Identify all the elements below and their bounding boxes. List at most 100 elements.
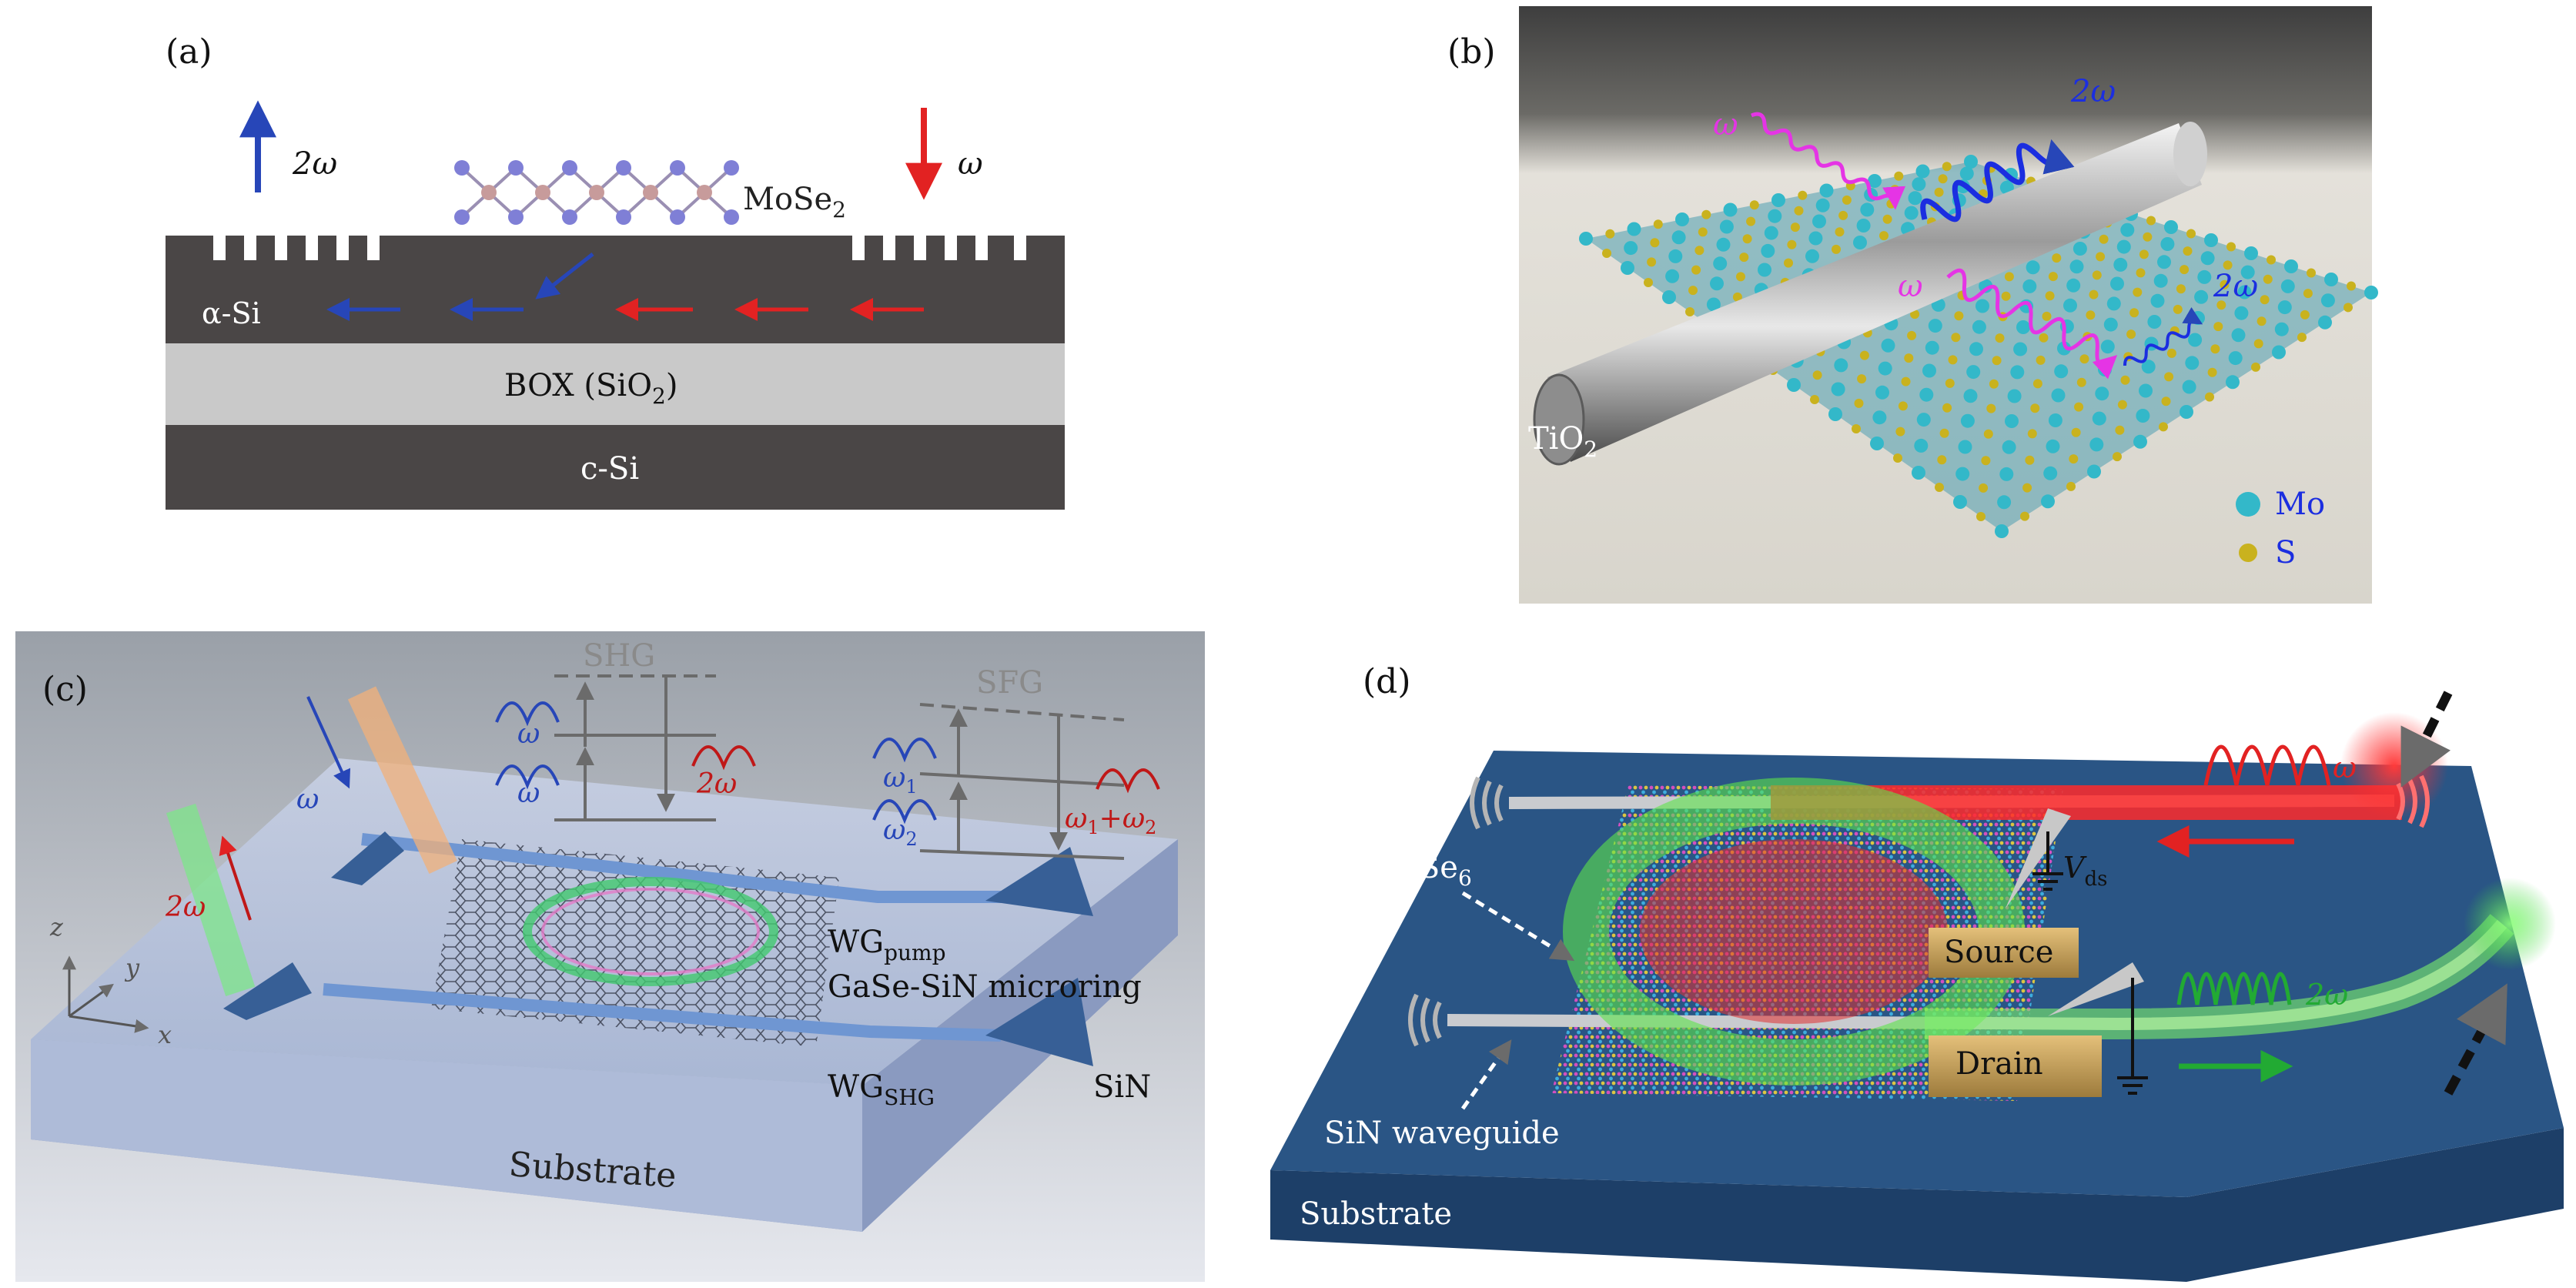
s-atom [2069, 454, 2079, 464]
mo-atom [2120, 222, 2135, 237]
mo-atom [1624, 241, 1638, 256]
shg-wave [2176, 972, 2292, 1005]
mo-atom [2320, 293, 2335, 308]
s-atom [1904, 353, 1914, 363]
mo-atom [2200, 251, 2215, 266]
sum-freq-label: ω1+ω2 [1065, 803, 1156, 838]
mo-atom [2069, 259, 2084, 274]
s-atom [2223, 260, 2233, 270]
omega-in-label: ω [1713, 107, 1738, 142]
shg-label: SHG [583, 638, 655, 674]
s-atom [2297, 333, 2307, 343]
legend-s-label: S [2275, 535, 2296, 570]
mo-atom [1960, 413, 1975, 428]
coupler-left-top [331, 831, 404, 885]
panel-c: (c) Substrate ω 2ω z y x [15, 631, 1205, 1282]
pump-wave [2203, 744, 2331, 786]
mo-atom [1919, 387, 1934, 402]
c-si-layer [166, 425, 1065, 510]
mo-atom [1627, 222, 1641, 236]
mo-atom [2103, 317, 2118, 332]
mo-atom [2026, 260, 2040, 275]
mose2-lattice [454, 160, 739, 225]
source-label: Source [1944, 935, 2053, 970]
mo-atom [1665, 269, 1680, 283]
omega2-label: ω2 [883, 815, 918, 850]
omega-guided-wave [1946, 268, 2118, 380]
s-atom [2032, 379, 2042, 389]
mo-atom [2054, 364, 2069, 379]
mo-atom [2182, 380, 2196, 394]
mo-atom [2002, 440, 2016, 454]
sin-label: SiN [1093, 1069, 1151, 1105]
s-atom [1842, 195, 1852, 205]
s-atom [1983, 429, 1993, 439]
s-atom [2096, 252, 2106, 262]
snp2se6-pointer [1461, 891, 1575, 962]
mo-atom [1928, 319, 1942, 333]
mo-atom [1904, 206, 1919, 220]
grating-coupler-left-top [1470, 776, 1504, 830]
s-atom [1907, 330, 1917, 340]
mo-atom [1912, 466, 1925, 480]
s-atom [2253, 339, 2263, 349]
s-atom [2022, 483, 2032, 493]
shg-energy-diagram [554, 674, 716, 821]
s-atom [2307, 268, 2316, 278]
s-atom [1942, 162, 1952, 172]
mo-atom [1675, 212, 1689, 226]
mo-atom [2057, 341, 2071, 356]
s-atom [1749, 200, 1759, 210]
s-atom [1838, 210, 1848, 220]
mo-atom [2063, 298, 2077, 313]
mo-atom [2280, 279, 2295, 293]
mo-atom [1878, 361, 1892, 376]
mo-atom [2048, 413, 2062, 427]
drain-electrode [1929, 1035, 2102, 1097]
mo-atom [2022, 279, 2037, 293]
s-atom [2045, 291, 2055, 301]
s-atom [2210, 344, 2220, 354]
omega1-label: ω1 [883, 762, 918, 798]
mo-atom [1969, 342, 1983, 356]
s-atom [1732, 292, 1742, 302]
mo-atom [1868, 174, 1882, 188]
s-atom [2113, 452, 2122, 462]
mo-atom [2204, 233, 2218, 247]
s-atom [2052, 253, 2062, 263]
s-atom [1857, 374, 1867, 384]
mo-atom [1925, 340, 1939, 355]
two-omega-guided-wave [2123, 306, 2203, 366]
mo-atom [2007, 389, 2022, 403]
mo-atom [1719, 219, 1734, 234]
mo-atom [1856, 219, 1871, 233]
s-atom [2220, 279, 2230, 289]
s-atom [2166, 348, 2176, 358]
mo-atom [1805, 249, 1819, 263]
fiber-omega-label: ω [296, 784, 319, 815]
tio2-rod [1533, 122, 2207, 466]
mo-atom [2073, 242, 2087, 256]
s-atom [1701, 209, 1711, 219]
wg-pump-label: WGpump [828, 925, 946, 965]
s-atom [2164, 372, 2174, 382]
s-atom [2076, 377, 2086, 387]
s-atom [2183, 246, 2193, 256]
s-atom [2139, 249, 2149, 259]
s-atom [1979, 483, 1989, 493]
mo-atom [1771, 193, 1785, 207]
mo-atom [2150, 293, 2165, 308]
s-atom [2180, 265, 2190, 275]
s-atom [1992, 356, 2002, 366]
mo-atom [1964, 155, 1978, 169]
s-atom [1852, 424, 1861, 433]
mo-atom [2228, 351, 2243, 366]
s-atom [1954, 311, 1964, 321]
mo-atom [2092, 411, 2106, 426]
sum-pulse [1096, 768, 1160, 794]
s-atom [1859, 350, 1869, 360]
mo-atom [1912, 177, 1926, 192]
substrate-d-label: Substrate [1300, 1196, 1452, 1232]
mo-atom [1758, 263, 1771, 277]
